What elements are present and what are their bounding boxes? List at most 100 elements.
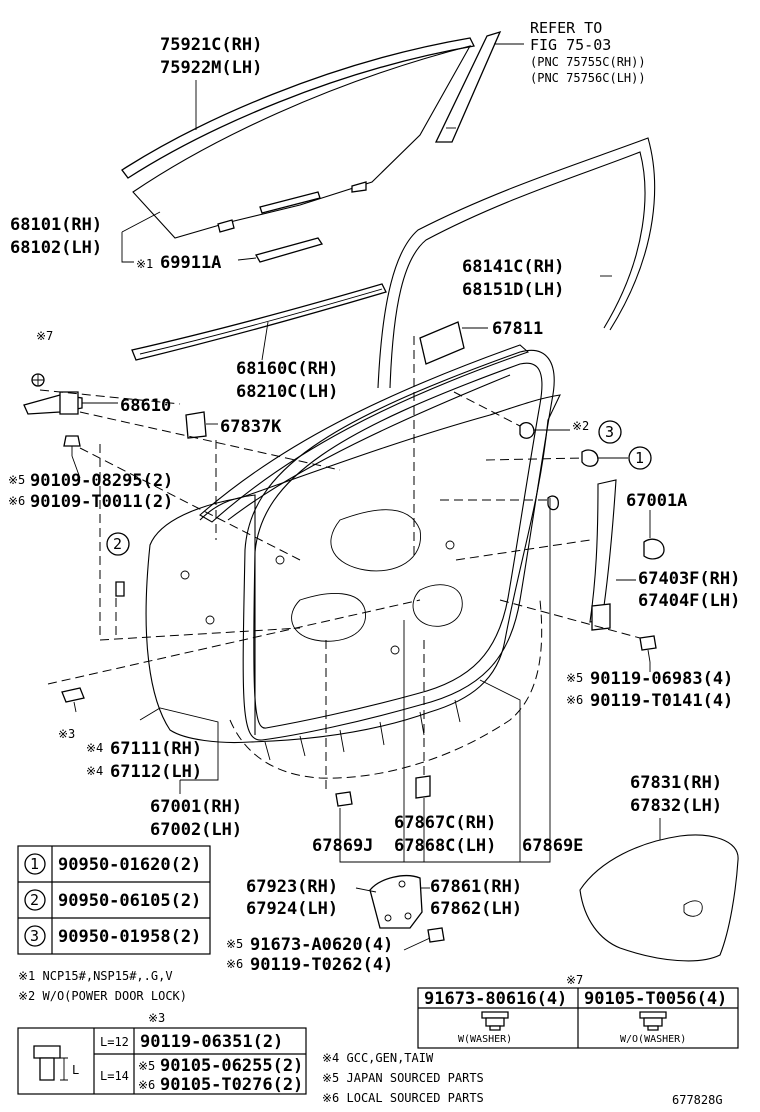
mark-7-top: ※7 <box>36 329 53 343</box>
refer-line3: (PNC 75755C(RH)) <box>530 55 646 69</box>
label-75921c: 75921C(RH) <box>160 35 262 55</box>
service-hole-cover <box>579 834 739 962</box>
box-3-row2-len: L=14 <box>100 1069 129 1083</box>
box-3-row2-mark5: ※5 <box>138 1059 155 1073</box>
label-bolt-b-1: 90119-06983(4) <box>590 669 733 689</box>
note-6: ※6 LOCAL SOURCED PARTS <box>322 1091 484 1105</box>
legend-row: 3 90950-01958(2) <box>24 925 201 947</box>
small-pad <box>185 411 207 439</box>
note-5: ※5 JAPAN SOURCED PARTS <box>322 1071 484 1085</box>
leader-lines <box>39 43 661 951</box>
box-7-col2-caption: W/O(WASHER) <box>620 1034 686 1045</box>
box-7-col1-part: 91673-80616(4) <box>424 989 567 1009</box>
box-7-col2-part: 90105-T0056(4) <box>584 989 727 1009</box>
label-67112: 67112(LH) <box>110 762 202 782</box>
circle-1-callout: 1 <box>628 446 652 470</box>
plug-67001a <box>643 538 665 560</box>
label-68210c: 68210C(LH) <box>236 382 338 402</box>
mark-3: ※3 <box>58 727 75 741</box>
label-67862: 67862(LH) <box>430 899 522 919</box>
label-67832: 67832(LH) <box>630 796 722 816</box>
label-67923: 67923(RH) <box>246 877 338 897</box>
clip-near-1 <box>547 495 559 511</box>
label-75922m: 75922M(LH) <box>160 58 262 78</box>
legend-num: 3 <box>30 927 39 945</box>
box-3-row1-part: 90119-06351(2) <box>140 1032 283 1052</box>
door-glass <box>132 45 472 239</box>
label-67867c: 67867C(RH) <box>394 813 496 833</box>
label-67837k: 67837K <box>220 417 282 437</box>
note-1: ※1 NCP15#,NSP15#,.G,V <box>18 969 173 983</box>
front-lower-frame <box>589 479 617 631</box>
clip-67867c <box>415 775 431 799</box>
label-67869j: 67869J <box>312 836 373 856</box>
mark-4-a: ※4 <box>86 741 103 755</box>
clip-67869j <box>335 791 353 807</box>
figure-id: 677828G <box>672 1093 723 1107</box>
door-bracket <box>369 875 423 929</box>
label-67831: 67831(RH) <box>630 773 722 793</box>
window-frame-moulding <box>121 37 475 179</box>
mark-6-c: ※6 <box>226 957 243 971</box>
plug-2-door <box>115 581 125 597</box>
circle-2-door-text: 2 <box>113 535 122 553</box>
box-3-row2-mark6: ※6 <box>138 1078 155 1092</box>
bolt-bracket-icon <box>427 927 445 943</box>
circle-1-text: 1 <box>635 449 644 467</box>
label-67002: 67002(LH) <box>150 820 242 840</box>
door-panel <box>145 344 561 779</box>
circle-3-text: 3 <box>605 423 614 441</box>
label-67861: 67861(RH) <box>430 877 522 897</box>
note-2: ※2 W/O(POWER DOOR LOCK) <box>18 989 187 1003</box>
refer-line2: FIG 75-03 <box>530 36 611 54</box>
label-68102: 68102(LH) <box>10 238 102 258</box>
bolt-washer-icon <box>481 1011 509 1031</box>
label-bolt-c-1: 91673-A0620(4) <box>250 935 393 955</box>
glass-run-channel <box>377 137 656 389</box>
box-7-title: ※7 <box>566 973 583 987</box>
label-68610: 68610 <box>120 396 171 416</box>
box-3-dim: L <box>72 1063 79 1077</box>
label-67001: 67001(RH) <box>150 797 242 817</box>
box-7: ※7 91673-80616(4) 90105-T0056(4) W(WASHE… <box>417 973 739 1049</box>
circle-2-door-callout: 2 <box>106 532 130 556</box>
label-bolt-a-2: 90109-T0011(2) <box>30 492 173 512</box>
legend-row: 2 90950-06105(2) <box>24 889 201 911</box>
label-68141c: 68141C(RH) <box>462 257 564 277</box>
bolt-3-icon <box>61 687 85 713</box>
box-7-col1-caption: W(WASHER) <box>458 1034 512 1045</box>
label-67868c: 67868C(LH) <box>394 836 496 856</box>
label-bolt-c-2: 90119-T0262(4) <box>250 955 393 975</box>
bolt-no-washer-icon <box>639 1011 667 1031</box>
label-67404f: 67404F(LH) <box>638 591 740 611</box>
label-67403f: 67403F(RH) <box>638 569 740 589</box>
mark-5-c: ※5 <box>226 937 243 951</box>
mark-5-a: ※5 <box>8 473 25 487</box>
glass-stop-strip <box>255 237 324 263</box>
box-3-row2-part6: 90105-T0276(2) <box>160 1075 303 1095</box>
hole-cover-3 <box>519 421 535 439</box>
plug-1 <box>581 449 599 467</box>
legend-part: 90950-01958(2) <box>58 927 201 947</box>
refer-line4: (PNC 75756C(LH)) <box>530 71 646 85</box>
mark-4-b: ※4 <box>86 764 103 778</box>
refer-fig-piece <box>434 30 502 143</box>
insulator-pad <box>419 321 465 365</box>
mark-1: ※1 <box>136 257 153 271</box>
mark-6-b: ※6 <box>566 693 583 707</box>
label-67924: 67924(LH) <box>246 899 338 919</box>
box-3: ※3 L L=12 90119-06351(2) L=14 ※5 90105-0… <box>17 1011 307 1095</box>
mark-2-hole: ※2 <box>572 419 589 433</box>
circle-3-callout: 3 <box>598 420 622 444</box>
label-68101: 68101(RH) <box>10 215 102 235</box>
legend-table: 1 90950-01620(2) 2 90950-06105(2) 3 9095… <box>17 845 211 955</box>
refer-line1: REFER TO <box>530 19 602 37</box>
label-bolt-b-2: 90119-T0141(4) <box>590 691 733 711</box>
label-69911a: 69911A <box>160 253 221 273</box>
label-67811: 67811 <box>492 319 543 339</box>
part-labels: REFER TO FIG 75-03 (PNC 75755C(RH)) (PNC… <box>8 19 740 975</box>
bolt-box3-icon <box>33 1045 68 1081</box>
bolt-check-icon <box>63 435 81 456</box>
legend-num: 2 <box>30 891 39 909</box>
